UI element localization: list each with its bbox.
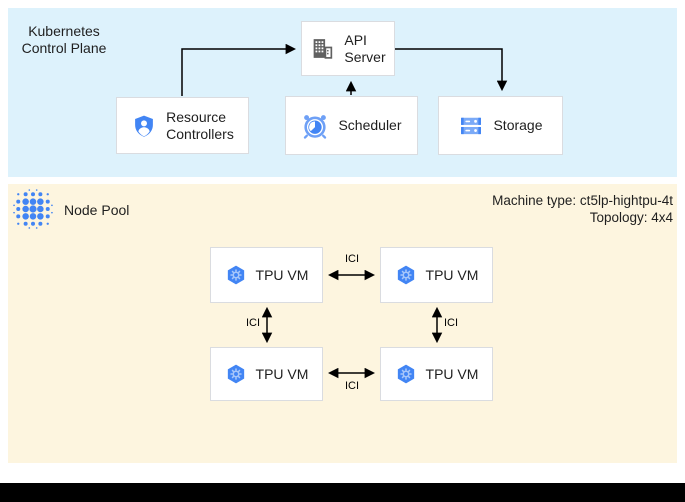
storage-label: Storage bbox=[493, 117, 543, 133]
ici-label-left: ICI bbox=[245, 317, 261, 329]
topology-text: Topology: 4x4 bbox=[589, 210, 673, 225]
scheduler-label: Scheduler bbox=[338, 117, 402, 133]
tpu-dots-icon bbox=[13, 189, 53, 229]
server-stack-icon bbox=[458, 113, 484, 139]
resource-controllers-label-line2: Controllers bbox=[166, 125, 234, 142]
box-api-server: API Server bbox=[301, 21, 395, 76]
node-pool-panel bbox=[8, 184, 677, 463]
machine-type-text: Machine type: ct5lp-hightpu-4t bbox=[492, 193, 673, 208]
control-plane-title-line1: Kubernetes bbox=[28, 23, 100, 39]
ici-label-top: ICI bbox=[344, 253, 360, 265]
tpu-vm-label: TPU VM bbox=[255, 266, 309, 283]
box-scheduler: Scheduler bbox=[285, 96, 418, 155]
control-plane-title-line2: Control Plane bbox=[21, 40, 107, 56]
tpu-vm-label: TPU VM bbox=[255, 365, 309, 382]
resource-controllers-label-line1: Resource bbox=[166, 108, 227, 125]
node-pool-info: Machine type: ct5lp-hightpu-4t Topology:… bbox=[492, 192, 673, 226]
box-tpu-vm-bottom-left: TPU VM bbox=[210, 347, 323, 401]
tpu-vm-label: TPU VM bbox=[425, 266, 479, 283]
box-resource-controllers: Resource Controllers bbox=[116, 97, 249, 154]
box-tpu-vm-top-left: TPU VM bbox=[210, 247, 323, 303]
api-server-label-line1: API bbox=[344, 31, 367, 48]
box-tpu-vm-bottom-right: TPU VM bbox=[380, 347, 493, 401]
alarm-clock-icon bbox=[301, 112, 329, 140]
api-server-label: API Server bbox=[344, 32, 385, 66]
gke-hexagon-icon bbox=[225, 264, 247, 286]
ici-label-bottom: ICI bbox=[344, 380, 360, 392]
resource-controllers-label: Resource Controllers bbox=[166, 109, 234, 143]
box-storage: Storage bbox=[438, 96, 563, 155]
control-plane-title: Kubernetes Control Plane bbox=[12, 23, 116, 57]
bottom-bar bbox=[0, 483, 685, 502]
box-tpu-vm-top-right: TPU VM bbox=[380, 247, 493, 303]
ici-label-right: ICI bbox=[443, 317, 459, 329]
api-server-label-line2: Server bbox=[344, 48, 386, 65]
gke-hexagon-icon bbox=[225, 363, 247, 385]
gke-hexagon-icon bbox=[395, 363, 417, 385]
shield-user-icon bbox=[131, 113, 157, 139]
gke-hexagon-icon bbox=[395, 264, 417, 286]
tpu-vm-label: TPU VM bbox=[425, 365, 479, 382]
node-pool-title: Node Pool bbox=[64, 202, 130, 218]
building-icon bbox=[310, 36, 335, 61]
